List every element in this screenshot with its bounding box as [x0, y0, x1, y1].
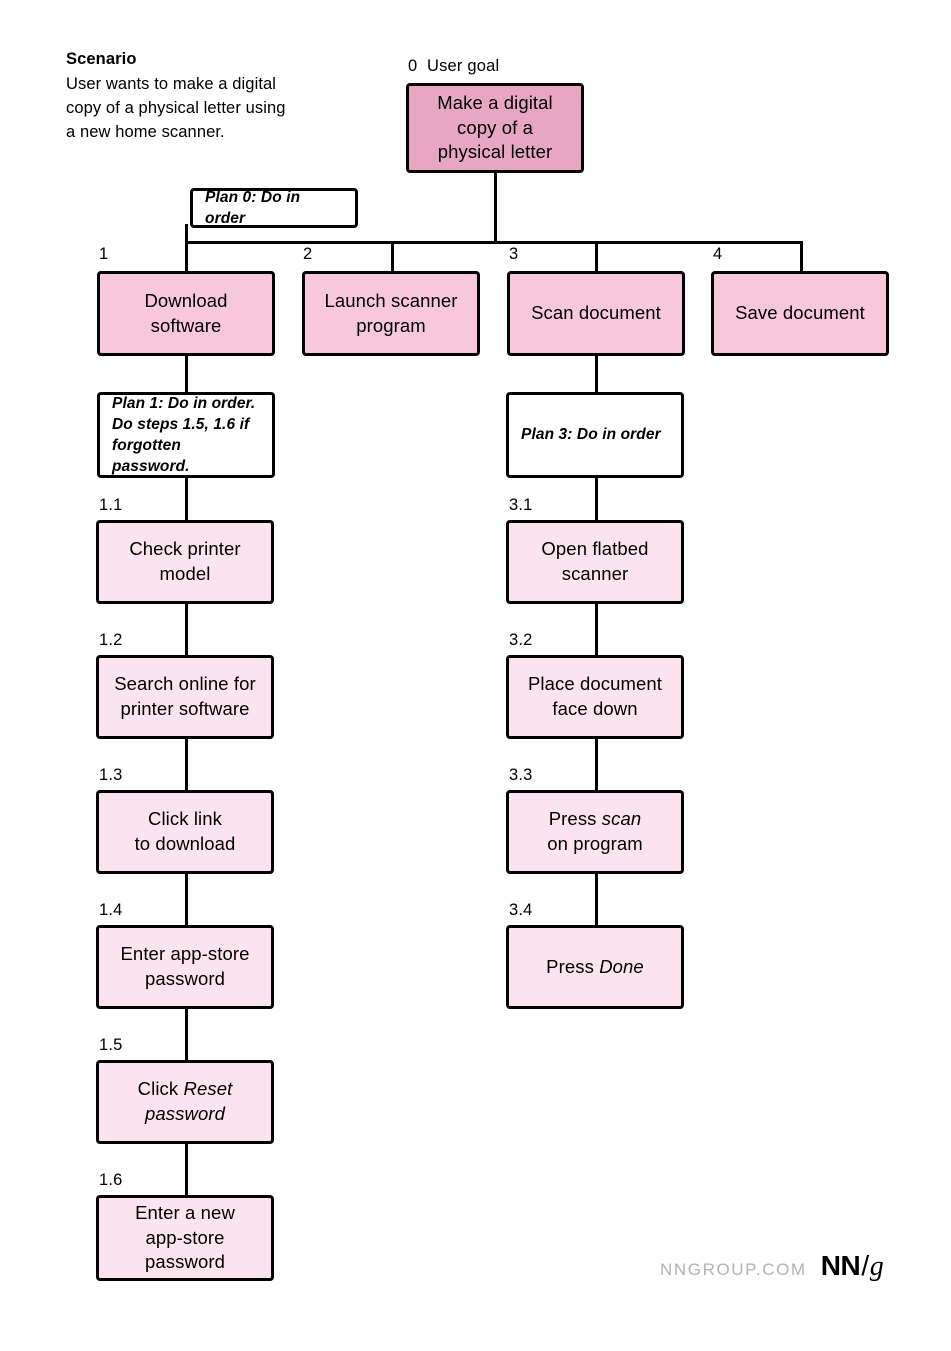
connector-task1-to-plan1 — [185, 354, 188, 394]
step-number-3-4: 3.4 — [509, 901, 533, 919]
step-number-1-1: 1.1 — [99, 496, 123, 514]
connector-bus-to-task-3 — [595, 241, 598, 273]
connector-level1-bus — [185, 241, 803, 244]
step-number-4: 4 — [713, 245, 723, 263]
connector-3-2-to-3-3 — [595, 737, 598, 791]
node-subtask-3-4[interactable]: Press Done — [506, 925, 684, 1009]
node-plan-0: Plan 0: Do in order — [190, 188, 358, 228]
step-number-2: 2 — [303, 245, 313, 263]
node-plan-1: Plan 1: Do in order. Do steps 1.5, 1.6 i… — [97, 392, 275, 478]
connector-task3-to-plan3 — [595, 354, 598, 394]
step-number-3-3: 3.3 — [509, 766, 533, 784]
step-number-1-6: 1.6 — [99, 1171, 123, 1189]
scenario-heading: Scenario — [66, 50, 137, 68]
connector-3-1-to-3-2 — [595, 602, 598, 656]
step-number-1-4: 1.4 — [99, 901, 123, 919]
step-number-3-2: 3.2 — [509, 631, 533, 649]
logo-slash: / — [861, 1250, 869, 1281]
connector-plan0-stub — [185, 224, 188, 244]
goal-number: 0 — [408, 57, 418, 75]
node-task-3-label: Scan document — [531, 302, 661, 324]
scenario-block: Scenario User wants to make a digital co… — [66, 48, 366, 145]
logo-nn-text: NN — [820, 1250, 861, 1281]
scenario-text: User wants to make a digital copy of a p… — [66, 74, 286, 142]
step-number-3: 3 — [509, 245, 519, 263]
node-plan-3-label: Plan 3: Do in order — [521, 426, 661, 444]
connector-plan3-to-3-1 — [595, 476, 598, 522]
step-number-1-2: 1.2 — [99, 631, 123, 649]
connector-bus-to-task-1 — [185, 241, 188, 273]
connector-3-3-to-3-4 — [595, 872, 598, 926]
node-task-4-label: Save document — [735, 302, 865, 324]
footer-branding: NNGROUP.COM NN/g — [660, 1250, 884, 1283]
node-subtask-3-4-label: Press Done — [546, 955, 644, 977]
footer-url: NNGROUP.COM — [660, 1260, 807, 1279]
connector-plan1-to-1-1 — [185, 476, 188, 522]
connector-1-5-to-1-6 — [185, 1142, 188, 1196]
connector-bus-to-task-4 — [800, 241, 803, 273]
connector-1-1-to-1-2 — [185, 602, 188, 656]
connector-1-2-to-1-3 — [185, 737, 188, 791]
connector-1-4-to-1-5 — [185, 1007, 188, 1061]
goal-caption-label: User goal — [426, 57, 500, 75]
step-number-1-5: 1.5 — [99, 1036, 123, 1054]
node-task-4[interactable]: Save document — [711, 271, 889, 356]
step-number-3-1: 3.1 — [509, 496, 533, 514]
connector-goal-to-bus — [494, 172, 497, 244]
node-plan-0-label: Plan 0: Do in order — [205, 188, 301, 227]
step-number-1: 1 — [99, 245, 109, 263]
connector-bus-to-task-2 — [391, 241, 394, 273]
connector-1-3-to-1-4 — [185, 872, 188, 926]
logo-g-text: g — [869, 1251, 884, 1282]
nng-logo: NN/g — [821, 1250, 884, 1283]
node-plan-1-label: Plan 1: Do in order. Do steps 1.5, 1.6 i… — [112, 394, 256, 476]
step-number-1-3: 1.3 — [99, 766, 123, 784]
node-task-3[interactable]: Scan document — [507, 271, 685, 356]
goal-caption: 0 User goal — [408, 58, 499, 75]
node-plan-3: Plan 3: Do in order — [506, 392, 684, 478]
